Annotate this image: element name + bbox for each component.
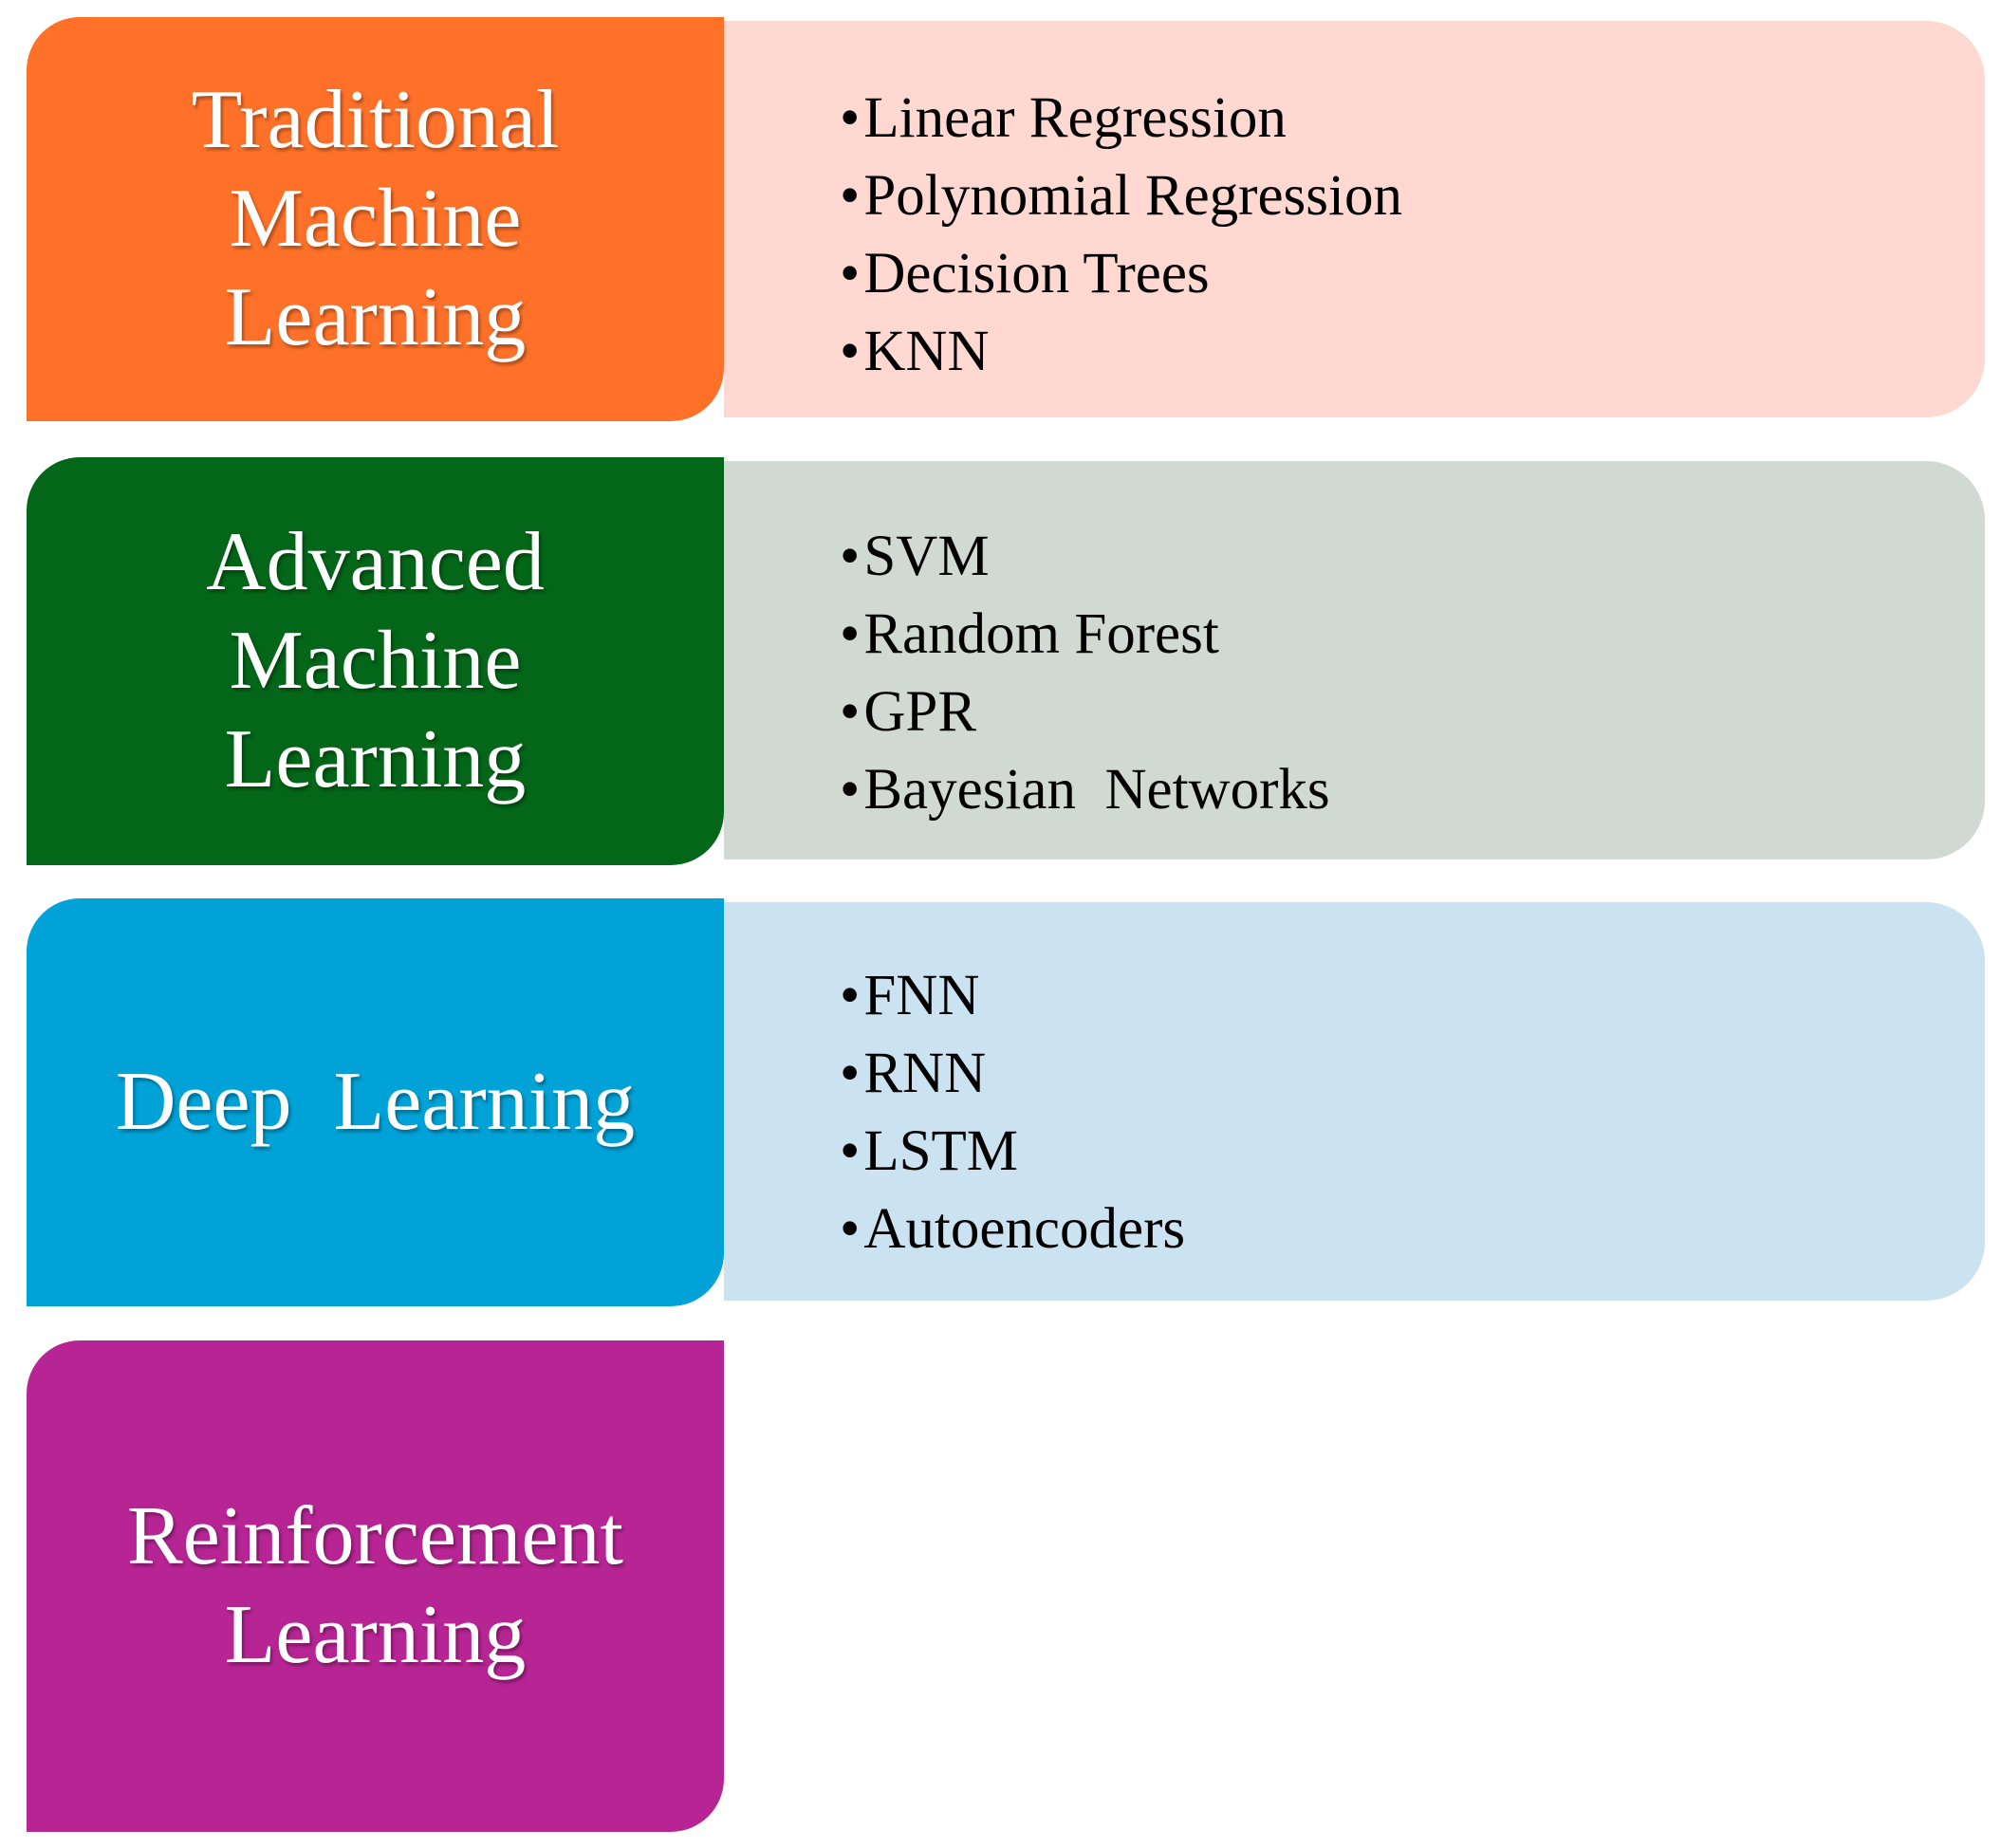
list-item: Polynomial Regression xyxy=(840,157,1985,235)
deep-learning-items-panel: FNN RNN LSTM Autoencoders xyxy=(724,902,1985,1301)
reinforcement-learning-title: Reinforcement Learning xyxy=(127,1490,623,1681)
traditional-ml-box: Traditional Machine Learning xyxy=(27,17,724,421)
list-item: Linear Regression xyxy=(840,80,1985,157)
advanced-ml-list: SVM Random Forest GPR Bayesian Networks xyxy=(840,518,1985,829)
deep-learning-box: Deep Learning xyxy=(27,898,724,1306)
list-item: FNN xyxy=(840,957,1985,1035)
list-item: KNN xyxy=(840,313,1985,391)
list-item: GPR xyxy=(840,674,1985,751)
traditional-ml-title: Traditional Machine Learning xyxy=(191,74,560,363)
traditional-ml-items-panel: Linear Regression Polynomial Regression … xyxy=(724,21,1985,417)
deep-learning-title: Deep Learning xyxy=(115,1056,636,1149)
reinforcement-learning-box: Reinforcement Learning xyxy=(27,1340,724,1832)
list-item: Random Forest xyxy=(840,596,1985,674)
traditional-ml-list: Linear Regression Polynomial Regression … xyxy=(840,80,1985,391)
advanced-ml-title: Advanced Machine Learning xyxy=(206,516,545,805)
list-item: Decision Trees xyxy=(840,235,1985,313)
advanced-ml-items-panel: SVM Random Forest GPR Bayesian Networks xyxy=(724,461,1985,859)
list-item: Autoencoders xyxy=(840,1191,1985,1268)
list-item: Bayesian Networks xyxy=(840,751,1985,829)
deep-learning-list: FNN RNN LSTM Autoencoders xyxy=(840,957,1985,1268)
list-item: RNN xyxy=(840,1035,1985,1113)
advanced-ml-box: Advanced Machine Learning xyxy=(27,457,724,865)
list-item: SVM xyxy=(840,518,1985,596)
list-item: LSTM xyxy=(840,1113,1985,1191)
